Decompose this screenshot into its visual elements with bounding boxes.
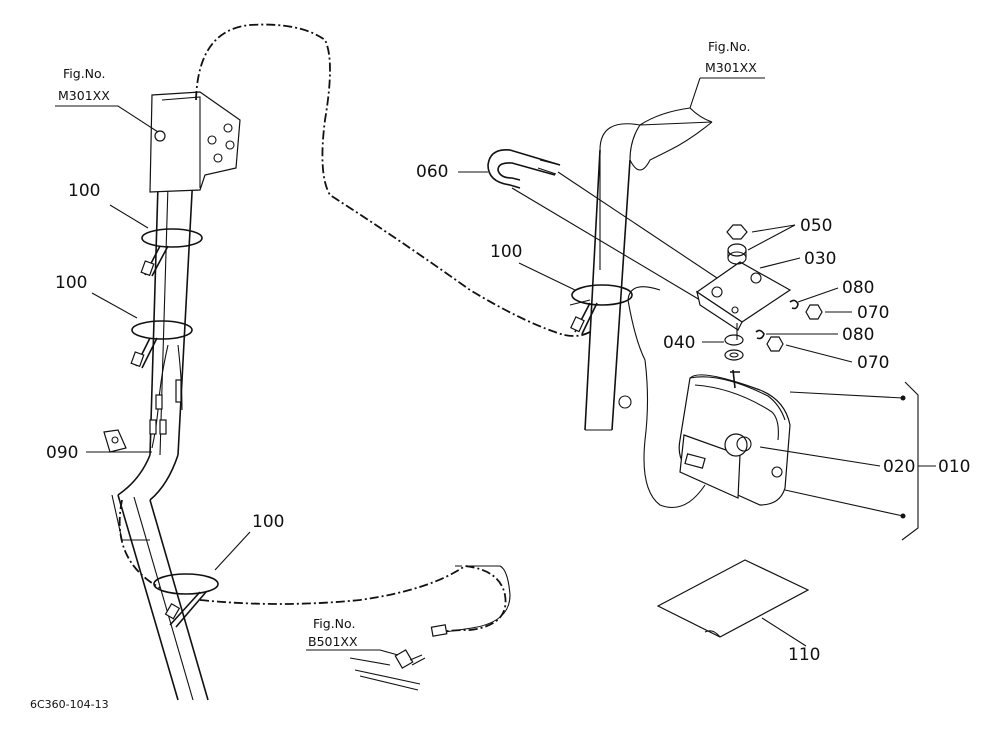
part-label-020: 020: [883, 457, 915, 477]
fig-label-left: Fig.No.: [63, 66, 105, 81]
cable-tie-lower: [153, 573, 219, 628]
part-label-100-b: 100: [55, 273, 87, 293]
connector-plug: [349, 624, 448, 691]
part-label-040: 040: [663, 333, 695, 353]
fig-ref-bottom: B501XX: [308, 634, 358, 649]
part-label-110: 110: [788, 645, 820, 665]
u-bolt: [487, 148, 561, 189]
fig-label-right: Fig.No.: [708, 39, 750, 54]
left-rops-post: [103, 91, 241, 701]
work-lamp: [678, 369, 791, 506]
instruction-sheet: [656, 559, 810, 638]
washer-080-lower: [755, 329, 765, 340]
cable-tie-right: [570, 284, 633, 335]
drawing-code: 6C360-104-13: [30, 698, 109, 711]
washer-040: [724, 334, 744, 361]
fig-ref-right: M301XX: [705, 60, 757, 75]
right-rops-post: [569, 107, 713, 431]
part-label-080-b: 080: [842, 325, 874, 345]
fig-ref-left: M301XX: [58, 88, 110, 103]
mounting-bracket: [695, 261, 792, 331]
part-label-100-a: 100: [68, 181, 100, 201]
wiring-harness-bottom: [118, 499, 507, 636]
cable-tie-upper: [140, 228, 203, 277]
u-bolt-axis-lines: [511, 171, 736, 301]
washer-080-upper: [789, 299, 799, 310]
fig-label-bottom: Fig.No.: [313, 616, 355, 631]
part-label-090: 090: [46, 443, 78, 463]
plug-cable: [444, 565, 511, 633]
wiring-harness-top: [195, 23, 591, 337]
nut-050: [726, 224, 748, 265]
cable-tie-middle: [130, 320, 193, 369]
part-label-010: 010: [938, 457, 970, 477]
part-label-030: 030: [804, 249, 836, 269]
nut-070-upper: [805, 304, 823, 320]
part-label-070-a: 070: [857, 303, 889, 323]
part-label-070-b: 070: [857, 353, 889, 373]
part-label-100-c: 100: [252, 512, 284, 532]
part-label-060: 060: [416, 162, 448, 182]
part-label-050: 050: [800, 216, 832, 236]
part-label-100-d: 100: [490, 242, 522, 262]
lamp-cable: [627, 286, 706, 509]
leader-lines: [55, 77, 904, 656]
nut-070-lower: [766, 336, 784, 352]
part-label-080-a: 080: [842, 278, 874, 298]
